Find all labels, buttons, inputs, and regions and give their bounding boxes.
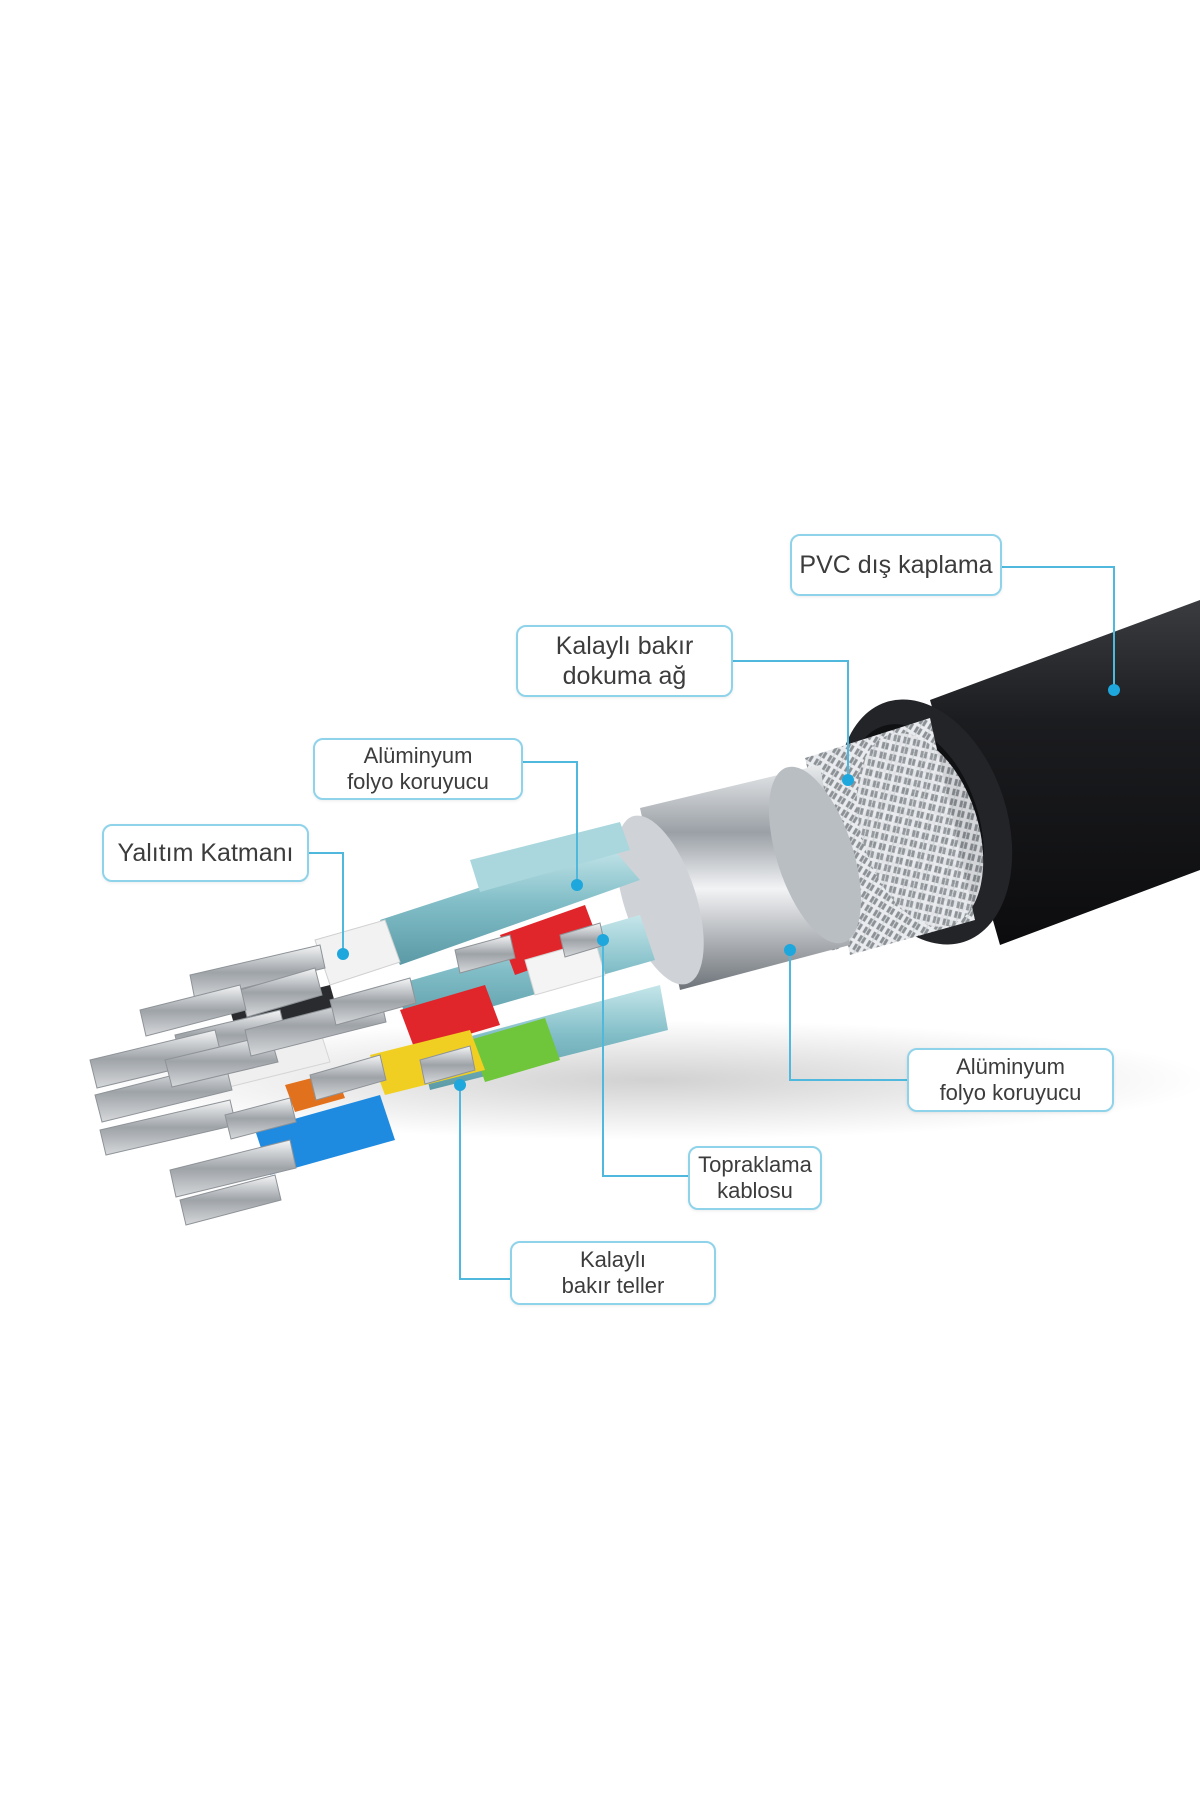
leader-dot-icon xyxy=(597,934,609,946)
callout-aluminium-foil-inner: Alüminyum folyo koruyucu xyxy=(313,738,523,800)
callout-foil-top-line-2: folyo koruyucu xyxy=(347,769,489,794)
callout-pvc-jacket: PVC dış kaplama xyxy=(790,534,1002,596)
leader-lines xyxy=(309,566,1115,1280)
callout-insulation-layer: Yalıtım Katmanı xyxy=(102,824,309,882)
bare-copper-strands xyxy=(89,922,606,1226)
callout-aluminium-foil-outer: Alüminyum folyo koruyucu xyxy=(907,1048,1114,1112)
callout-insulation-line-1: Yalıtım Katmanı xyxy=(117,839,294,867)
callout-foil-top-line-1: Alüminyum xyxy=(363,742,473,768)
callout-ground-line-2: kablosu xyxy=(717,1178,793,1203)
leader-dot-icon xyxy=(842,774,854,786)
leader-dot-icon xyxy=(454,1079,466,1091)
leader-dot-icon xyxy=(1108,684,1120,696)
leader-dot-icon xyxy=(337,684,1120,1091)
callout-braid-line-2: dokuma ağ xyxy=(562,662,687,690)
leader-dot-icon xyxy=(571,879,583,891)
callout-pvc-line-1: PVC dış kaplama xyxy=(799,551,993,579)
leader-dot-icon xyxy=(784,944,796,956)
callout-foil-right-line-1: Alüminyum xyxy=(956,1053,1065,1079)
leader-dot-icon xyxy=(337,948,349,960)
callout-tinned-copper-strands: Kalaylı bakır teller xyxy=(510,1241,716,1305)
callout-copper-line-1: Kalaylı xyxy=(579,1246,647,1272)
callout-ground-line-1: Topraklama xyxy=(698,1151,812,1177)
callout-tinned-copper-braid: Kalaylı bakır dokuma ağ xyxy=(516,625,733,697)
callout-braid-line-1: Kalaylı bakır xyxy=(555,632,694,660)
callout-grounding-wire: Topraklama kablosu xyxy=(688,1146,822,1210)
callout-copper-line-2: bakır teller xyxy=(561,1273,665,1298)
callout-foil-right-line-2: folyo koruyucu xyxy=(939,1080,1082,1105)
outer-foil xyxy=(616,765,861,990)
